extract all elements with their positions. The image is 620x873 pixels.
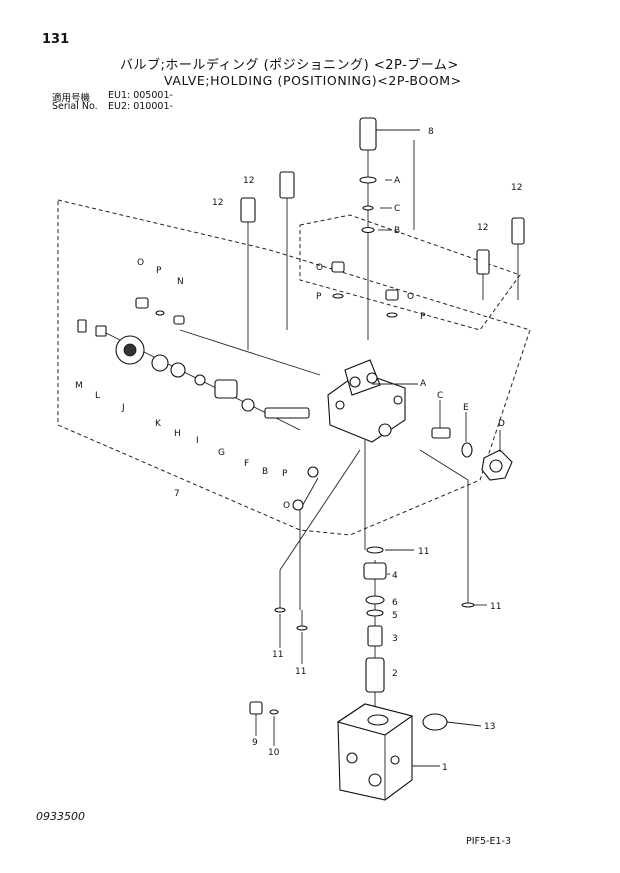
- title-japanese: バルブ;ホールディング (ポジショニング) <2P-ブーム>: [120, 58, 459, 73]
- valve-parts: [77, 117, 525, 731]
- callout-o-3: O: [137, 258, 144, 268]
- callout-b-top: B: [394, 226, 400, 236]
- callout-12-a: 12: [243, 176, 254, 186]
- callout-a-side: A: [420, 379, 427, 389]
- callout-a-top: A: [394, 176, 401, 186]
- callout-n: N: [177, 277, 184, 287]
- callout-c-side: C: [437, 391, 443, 401]
- callout-k: K: [155, 419, 162, 429]
- callout-11-a: 11: [418, 547, 429, 557]
- callout-p-3: P: [156, 266, 162, 276]
- callout-o-2: O: [407, 292, 414, 302]
- callout-labels: 8 A C B 12 12 12 12 O P O P O P N M L J …: [75, 127, 522, 773]
- callout-11-b: 11: [490, 602, 501, 612]
- page-reference: PIF5-E1-3: [466, 836, 511, 847]
- callout-2: 2: [392, 669, 398, 679]
- callout-l: L: [95, 391, 100, 401]
- leader-lines: [99, 129, 519, 720]
- callout-10: 10: [268, 748, 280, 758]
- callout-12-d: 12: [477, 223, 488, 233]
- callout-m: M: [75, 381, 83, 391]
- callout-7: 7: [174, 489, 180, 499]
- title-english: VALVE;HOLDING (POSITIONING)<2P-BOOM>: [164, 73, 462, 88]
- callout-12-b: 12: [212, 198, 223, 208]
- assembly-7-boundary: [57, 199, 531, 536]
- callout-6: 6: [392, 598, 398, 608]
- callout-8: 8: [428, 127, 434, 137]
- callout-5: 5: [392, 611, 398, 621]
- callout-o-4: O: [283, 501, 290, 511]
- callout-1: 1: [442, 763, 448, 773]
- callout-9: 9: [252, 738, 258, 748]
- holding-valve-body: [327, 359, 406, 443]
- callout-e: E: [463, 403, 469, 413]
- serial-label-jp: 適用号機: [52, 93, 91, 104]
- serial-range-1: EU1: 005001-: [108, 90, 173, 101]
- callout-12-c: 12: [511, 183, 522, 193]
- callout-13: 13: [484, 722, 495, 732]
- callout-f: F: [244, 459, 249, 469]
- callout-3: 3: [392, 634, 398, 644]
- upper-assembly-boundary: [299, 214, 521, 331]
- callout-g: G: [218, 448, 225, 458]
- callout-ticks: [255, 383, 501, 767]
- callout-h: H: [174, 429, 181, 439]
- callout-p-2: P: [420, 312, 426, 322]
- callout-p-4: P: [282, 469, 288, 479]
- main-valve-body: [336, 703, 414, 801]
- callout-i: I: [196, 436, 199, 446]
- callout-o-1: O: [316, 263, 323, 273]
- callout-11-c: 11: [272, 650, 283, 660]
- callout-11-d: 11: [295, 667, 306, 677]
- callout-p-1: P: [316, 292, 322, 302]
- page-number: 131: [42, 32, 70, 47]
- callout-c-top: C: [394, 204, 400, 214]
- callout-b-side: B: [262, 467, 268, 477]
- drawing-code: 0933500: [36, 810, 85, 823]
- callout-d: D: [498, 419, 505, 429]
- callout-j: J: [121, 403, 125, 413]
- callout-4: 4: [392, 571, 398, 581]
- serial-label-en: Serial No.: [52, 101, 98, 112]
- serial-range-2: EU2: 010001-: [108, 101, 173, 112]
